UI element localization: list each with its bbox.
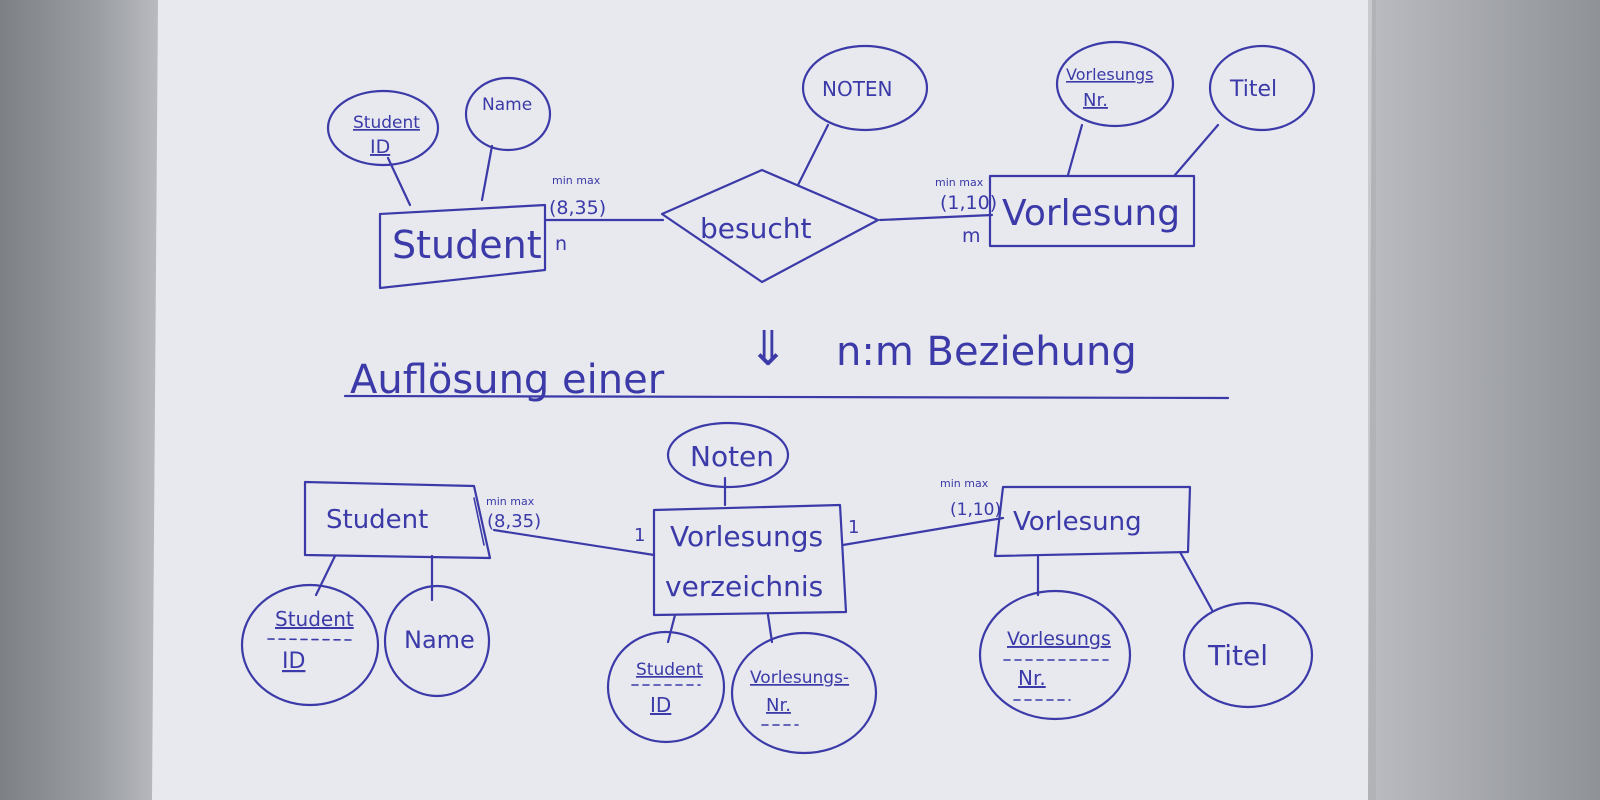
line-b-student-to-verzeichnis <box>492 528 656 557</box>
card-right-letter: m <box>962 225 981 247</box>
b-card-right-one: 1 <box>848 517 859 538</box>
attr-vorlesungs-nr-label-2: Nr. <box>1083 90 1108 111</box>
caption-underline <box>343 394 1230 400</box>
b-attr-vorlesungs-nr-label-2: Nr. <box>1018 666 1046 690</box>
card-right-minmax: min max <box>935 176 984 189</box>
line-b-verzeichnis-to-vorlesung <box>841 516 1005 547</box>
b-attr-center-student-id-label-1: Student <box>636 660 703 680</box>
b-card-left-value: (8,35) <box>487 511 541 532</box>
caption-right: n:m Beziehung <box>836 329 1137 375</box>
line-besucht-to-vorlesung <box>878 213 994 222</box>
b-card-right-minmax: min max <box>940 477 989 490</box>
b-card-left-minmax: min max <box>486 495 535 508</box>
card-left-value: (8,35) <box>549 197 606 219</box>
b-attr-titel-ellipse <box>1182 601 1314 709</box>
b-attr-center-vorlesungs-nr-label-2: Nr. <box>766 695 791 716</box>
b-attr-vorlesungs-nr-ellipse <box>978 589 1132 721</box>
b-attr-noten-label: Noten <box>690 440 774 473</box>
line-vorlesungs-nr-to-vorlesung <box>1066 123 1084 177</box>
b-attr-student-id-label-1: Student <box>275 607 354 631</box>
b-attr-name-ellipse <box>383 584 491 698</box>
attr-titel-ellipse <box>1208 44 1316 132</box>
b-entity-verzeichnis-box <box>652 503 848 617</box>
b-entity-student-box <box>303 480 492 560</box>
b-card-left-one: 1 <box>634 525 645 546</box>
line-b-verzeichnis-to-student-id <box>666 613 677 644</box>
b-attr-student-id-dash <box>267 638 353 641</box>
relationship-besucht-diamond <box>660 168 880 284</box>
line-student-id-to-student <box>386 156 412 207</box>
paper-sheet <box>152 0 1372 800</box>
b-card-right-value: (1,10) <box>950 500 1001 520</box>
b-entity-student-label: Student <box>326 505 428 535</box>
line-b-verzeichnis-to-vorlesungs-nr <box>766 613 774 644</box>
card-left-letter: n <box>555 233 567 255</box>
b-attr-center-student-id-ellipse <box>606 630 726 744</box>
relationship-besucht-label: besucht <box>700 212 811 245</box>
line-b-student-to-student-id <box>314 554 337 597</box>
entity-student-box <box>378 203 547 290</box>
b-entity-verzeichnis-label-1: Vorlesungs <box>670 520 823 553</box>
entity-student-label: Student <box>392 223 542 267</box>
attr-vorlesungs-nr-ellipse <box>1055 40 1175 128</box>
b-attr-name-label: Name <box>404 626 475 654</box>
attr-vorlesungs-nr-label-1: Vorlesungs <box>1066 65 1153 84</box>
paper-shadow-right <box>1368 0 1376 800</box>
line-name-to-student <box>480 144 494 202</box>
b-attr-noten-ellipse <box>666 421 790 489</box>
b-entity-vorlesung-box <box>993 485 1192 558</box>
attr-name-ellipse <box>464 76 552 152</box>
entity-vorlesung-box <box>988 174 1196 248</box>
b-card-left-tick <box>473 497 485 546</box>
attr-student-id-label-2: ID <box>370 136 390 158</box>
line-titel-to-vorlesung <box>1173 123 1220 177</box>
attr-noten-ellipse <box>801 44 929 132</box>
attr-student-id-ellipse <box>326 89 440 167</box>
attr-noten-label: NOTEN <box>822 77 893 101</box>
card-right-value: (1,10) <box>940 192 997 214</box>
b-attr-student-id-label-2: ID <box>282 649 305 674</box>
b-attr-titel-label: Titel <box>1207 639 1268 672</box>
b-attr-center-vorlesungs-nr-ellipse <box>730 631 878 755</box>
attr-titel-label: Titel <box>1229 77 1277 102</box>
entity-vorlesung-label: Vorlesung <box>1002 193 1180 234</box>
attr-name-label: Name <box>482 95 532 115</box>
b-attr-center-student-id-label-2: ID <box>650 693 671 717</box>
b-entity-vorlesung-label: Vorlesung <box>1013 507 1142 537</box>
b-attr-student-id-ellipse <box>240 583 380 707</box>
caption-arrow: ⇓ <box>748 321 788 377</box>
line-b-vorlesung-to-titel <box>1178 550 1214 612</box>
b-attr-center-vorlesungs-nr-label-1: Vorlesungs- <box>750 668 849 688</box>
b-entity-verzeichnis-label-2: verzeichnis <box>665 570 823 603</box>
attr-student-id-label-1: Student <box>353 113 420 133</box>
line-noten-to-besucht <box>796 123 830 187</box>
b-attr-vorlesungs-nr-label-1: Vorlesungs <box>1007 628 1111 650</box>
card-left-minmax: min max <box>552 174 601 187</box>
